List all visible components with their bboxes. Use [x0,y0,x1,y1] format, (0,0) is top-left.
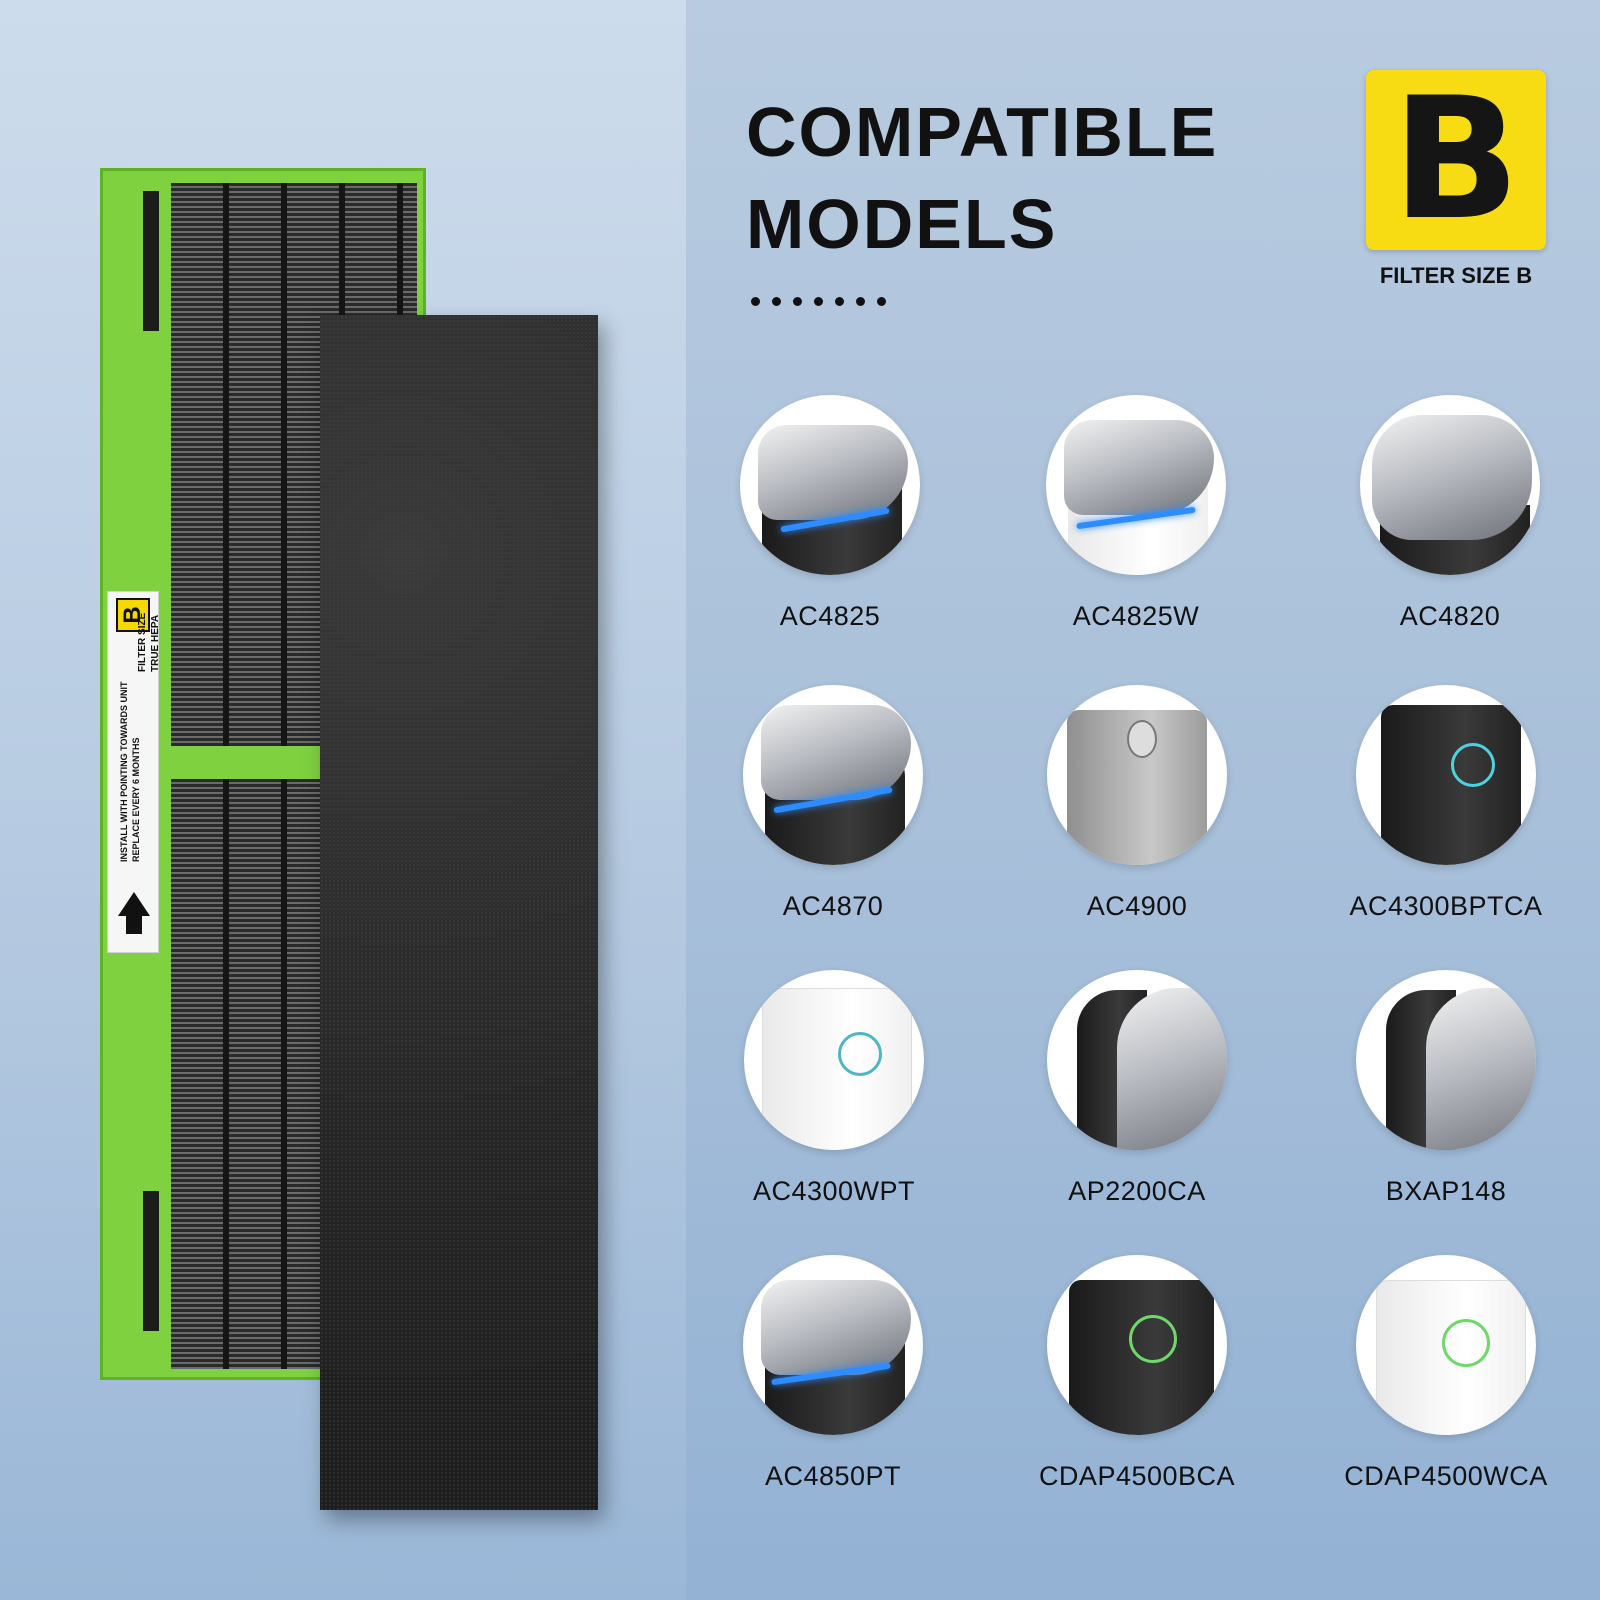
model-name: AC4820 [1399,601,1501,631]
page-title: COMPATIBLE MODELS [746,86,1306,270]
dark-tower-silver-top-purifier-icon [740,395,920,575]
model-name: BXAP148 [1385,1176,1507,1206]
arrow-stem [126,914,142,934]
model-name: CDAP4500WCA [1344,1461,1548,1491]
model-ac4820: AC4820 [1310,395,1590,632]
silver-tower-purifier-icon [1356,970,1536,1150]
model-name: AP2200CA [1068,1176,1206,1206]
model-bxap148: BXAP148 [1306,970,1586,1207]
dark-tower-silver-top-purifier-icon [743,1255,923,1435]
grey-box-purifier-icon [1047,685,1227,865]
dot [793,297,802,306]
model-ac4900: AC4900 [997,685,1277,922]
dot [856,297,865,306]
filter-label: B FILTER SIZE TRUE HEPA INSTALL WITH POI… [107,591,161,953]
silver-top-purifier-icon [1360,395,1540,575]
filter-size-caption: FILTER SIZE B [1379,263,1533,288]
carbon-prefilter [320,315,598,1510]
model-name: AC4300WPT [752,1176,916,1206]
replace-text: REPLACE EVERY 6 MONTHS [131,737,141,862]
install-text: INSTALL WITH POINTING TOWARDS UNIT [119,681,129,863]
frame-tab [143,1191,159,1331]
model-ac4300bptca: AC4300BPTCA [1306,685,1586,922]
model-cdap4500wca: CDAP4500WCA [1306,1255,1586,1492]
model-ac4870: AC4870 [693,685,973,922]
model-cdap4500bca: CDAP4500BCA [997,1255,1277,1492]
model-name: AC4825 [779,601,881,631]
dot [751,297,760,306]
model-name: CDAP4500BCA [1038,1461,1236,1491]
frame-tab [143,191,159,331]
model-name: AC4850PT [764,1461,902,1491]
filter-label-text: FILTER SIZE TRUE HEPA [136,472,162,672]
model-name: AC4870 [782,891,884,921]
white-tower-silver-top-purifier-icon [1046,395,1226,575]
model-name: AC4825W [1072,601,1200,631]
arrow-up-icon [118,892,150,916]
model-ac4850pt: AC4850PT [693,1255,973,1492]
dot [814,297,823,306]
model-ac4300wpt: AC4300WPT [694,970,974,1207]
white-box-purifier-icon [744,970,924,1150]
model-ac4825w: AC4825W [996,395,1276,632]
dot [877,297,886,306]
silver-tower-purifier-icon [1047,970,1227,1150]
filter-size-text: FILTER SIZE [137,612,148,672]
title-line-1: COMPATIBLE [746,93,1219,171]
hepa-text: TRUE HEPA [150,614,161,672]
black-box-purifier-icon [1356,685,1536,865]
dark-tower-silver-top-purifier-icon [743,685,923,865]
model-name: AC4900 [1086,891,1188,921]
install-instructions: INSTALL WITH POINTING TOWARDS UNIT REPLA… [118,682,142,863]
model-ac4825: AC4825 [690,395,970,632]
white-smart-purifier-icon [1356,1255,1536,1435]
title-line-2: MODELS [746,185,1058,263]
model-name: AC4300BPTCA [1349,891,1543,921]
decorative-dots [751,297,886,306]
black-smart-purifier-icon [1047,1255,1227,1435]
dot [835,297,844,306]
dot [772,297,781,306]
filter-size-badge: B [1366,70,1546,250]
model-ap2200ca: AP2200CA [997,970,1277,1207]
filter-size-badge-letter: B [1391,61,1521,257]
